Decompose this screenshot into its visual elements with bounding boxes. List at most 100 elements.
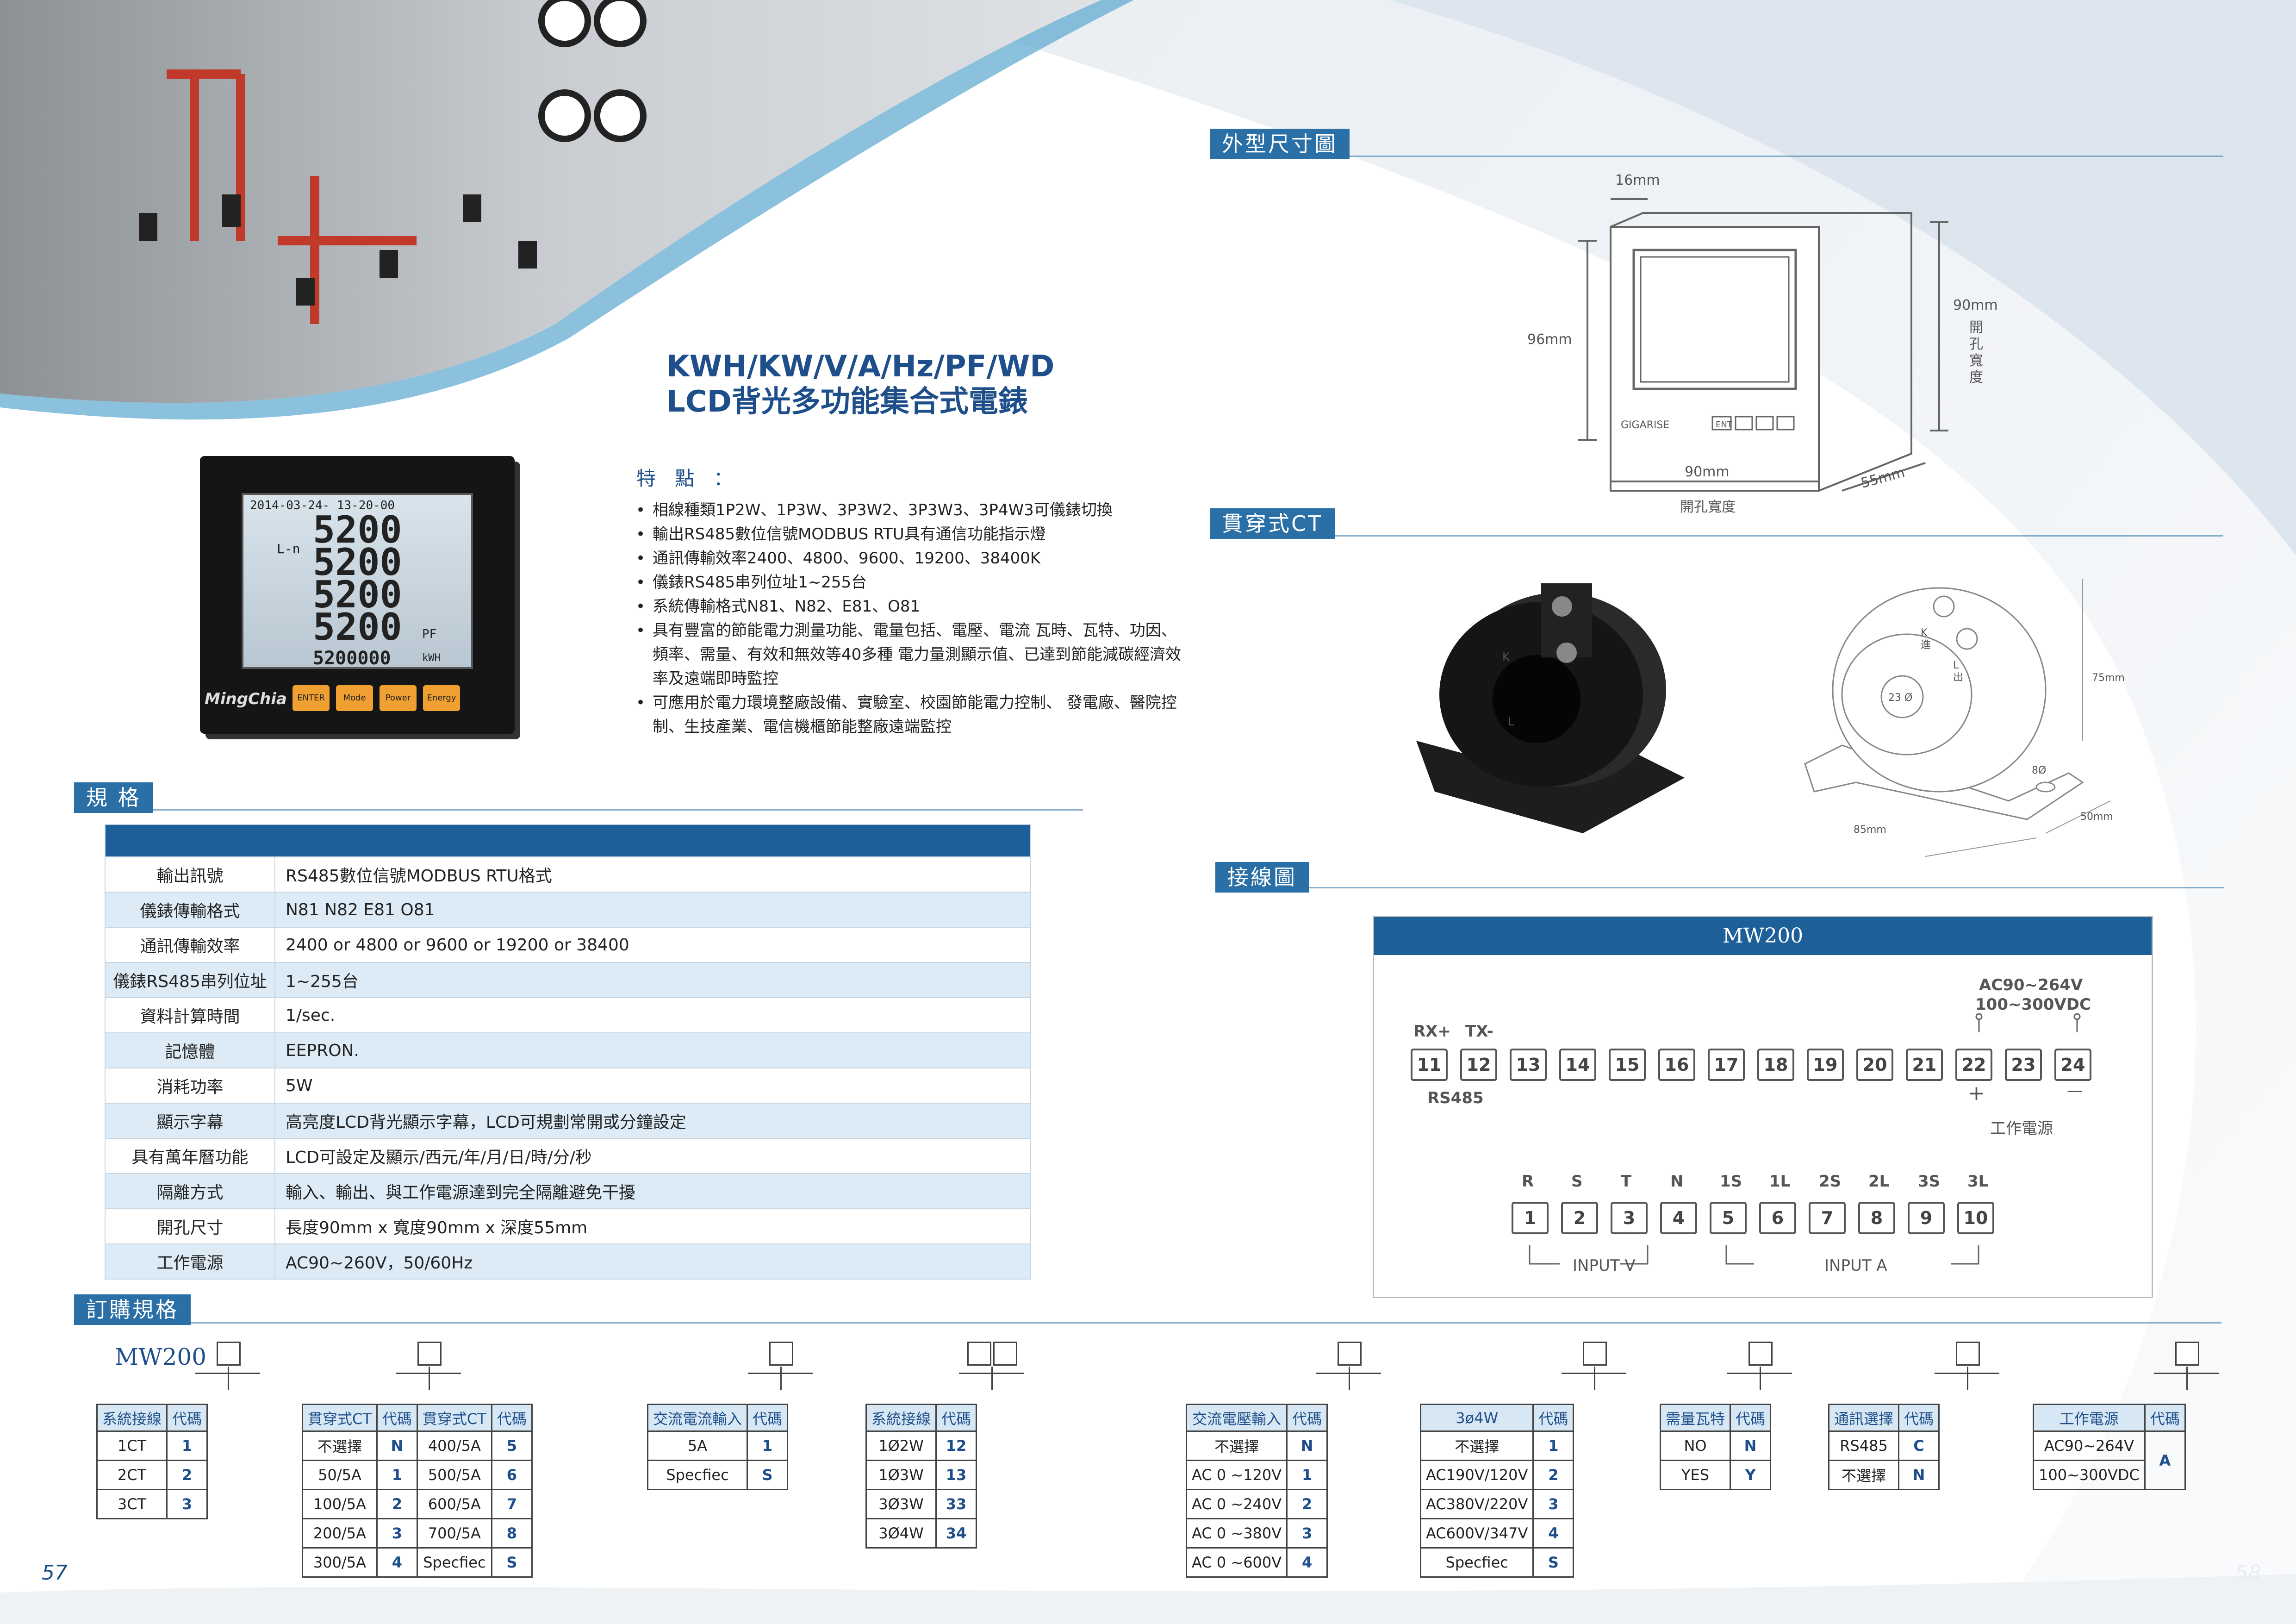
order-option: AC90~264V xyxy=(2033,1430,2146,1461)
order-option: 3Ø4W xyxy=(865,1518,937,1549)
ct-line-drawing xyxy=(1804,579,2111,857)
order-option: 不選擇 xyxy=(302,1430,378,1461)
section-tag-order: 訂購規格 xyxy=(74,1294,191,1325)
terminal-6: 6 xyxy=(1759,1202,1796,1234)
section-line-order xyxy=(74,1322,2221,1324)
order-code: 33 xyxy=(935,1489,977,1519)
ct-k-label: K 進 xyxy=(1921,627,1931,651)
wiring-diagram: MW200 xyxy=(1373,916,2153,1298)
terminal-3: 3 xyxy=(1611,1202,1648,1234)
terminal-label: R xyxy=(1522,1172,1534,1191)
terminal-1: 1 xyxy=(1512,1202,1549,1234)
terminal-23: 23 xyxy=(2005,1049,2042,1081)
section-line-dimension xyxy=(1210,156,2223,157)
terminal-17: 17 xyxy=(1708,1049,1745,1081)
order-code: 3 xyxy=(166,1489,208,1519)
order-connector xyxy=(2154,1373,2219,1374)
lcd-reading-1: 5200 xyxy=(313,508,402,551)
spec-key: 顯示字幕 xyxy=(105,1103,275,1139)
order-code: C xyxy=(1898,1430,1940,1461)
order-connector xyxy=(195,1373,260,1374)
order-code: 1 xyxy=(166,1430,208,1461)
order-option: 500/5A xyxy=(416,1460,492,1490)
dim-width-note: 開孔寬度 xyxy=(1680,499,1736,515)
terminal-12: 12 xyxy=(1460,1049,1497,1081)
order-connector xyxy=(1349,1367,1350,1390)
order-code: 3 xyxy=(1532,1489,1574,1519)
terminal-label: 2L xyxy=(1868,1172,1890,1191)
section-line-ct xyxy=(1210,535,2223,537)
order-connector xyxy=(1935,1373,1999,1374)
order-code: N xyxy=(376,1430,418,1461)
spec-value: RS485數位信號MODBUS RTU格式 xyxy=(274,856,1031,893)
order-code: 4 xyxy=(1532,1518,1574,1549)
ct-photo-k: K xyxy=(1502,650,1510,663)
dim-height-left: 96mm xyxy=(1527,331,1572,348)
terminal-5: 5 xyxy=(1710,1202,1747,1234)
order-connector xyxy=(429,1367,430,1390)
spec-key: 儀錶傳輸格式 xyxy=(105,892,275,928)
order-code: N xyxy=(1730,1430,1772,1461)
spec-value: 5W xyxy=(274,1068,1031,1104)
order-option: 不選擇 xyxy=(1419,1430,1534,1461)
features-list: 相線種類1P2W、1P3W、3P3W2、3P3W3、3P4W3可儀錶切換 輸出R… xyxy=(634,498,1189,739)
terminal-19: 19 xyxy=(1807,1049,1844,1081)
order-code: S xyxy=(747,1460,789,1490)
feature-item: 輸出RS485數位信號MODBUS RTU具有通信功能指示燈 xyxy=(634,522,1189,546)
product-title-line2: LCD背光多功能集合式電錶 xyxy=(666,385,1028,419)
order-connector xyxy=(1562,1373,1626,1374)
order-header-cell: 交流電壓輸入 xyxy=(1185,1404,1288,1432)
spec-value: AC90~260V，50/60Hz xyxy=(274,1243,1031,1280)
spec-value: 2400 or 4800 or 9600 or 19200 or 38400 xyxy=(274,927,1031,963)
spec-value: 長度90mm x 寬度90mm x 深度55mm xyxy=(274,1208,1031,1244)
terminal-label: 2S xyxy=(1819,1172,1842,1191)
feature-item: 相線種類1P2W、1P3W、3P3W2、3P3W3、3P4W3可儀錶切換 xyxy=(634,498,1189,522)
section-tag-dimension: 外型尺寸圖 xyxy=(1210,129,1350,159)
order-code: A xyxy=(2144,1430,2186,1490)
section-tag-spec: 規 格 xyxy=(74,782,153,813)
order-option: RS485 xyxy=(1828,1430,1900,1461)
ct-height-dim: 75mm xyxy=(2092,672,2125,684)
order-option: 400/5A xyxy=(416,1430,492,1461)
order-table-header: 系統接線代碼 xyxy=(96,1404,208,1432)
order-header-cell: 需量瓦特 xyxy=(1659,1404,1731,1432)
wiring-power-note: 工作電源 xyxy=(1990,1119,2053,1138)
lcd-label-pf: PF xyxy=(422,627,437,641)
order-table-header: 交流電壓輸入代碼 xyxy=(1185,1404,1328,1432)
product-title-line1: KWH/KW/V/A/Hz/PF/WD xyxy=(666,350,1055,384)
order-connector xyxy=(780,1367,782,1390)
meter-button-row: ENTER Mode Power Energy xyxy=(292,685,487,713)
order-option: 300/5A xyxy=(302,1547,378,1578)
order-code-box xyxy=(1583,1342,1607,1366)
spec-key: 輸出訊號 xyxy=(105,856,275,893)
terminal-label: N xyxy=(1670,1172,1684,1191)
order-code: 3 xyxy=(376,1518,418,1549)
lcd-reading-4: 5200 xyxy=(313,606,402,649)
order-option: Specfiec xyxy=(416,1547,492,1578)
dimension-drawing xyxy=(1578,198,1948,492)
order-header-cell: 通訊選擇 xyxy=(1828,1404,1900,1432)
order-header-cell: 交流電流輸入 xyxy=(647,1404,748,1432)
terminal-11: 11 xyxy=(1411,1049,1448,1081)
meter-brand: MingChia xyxy=(205,690,287,708)
order-code: 12 xyxy=(935,1430,977,1461)
